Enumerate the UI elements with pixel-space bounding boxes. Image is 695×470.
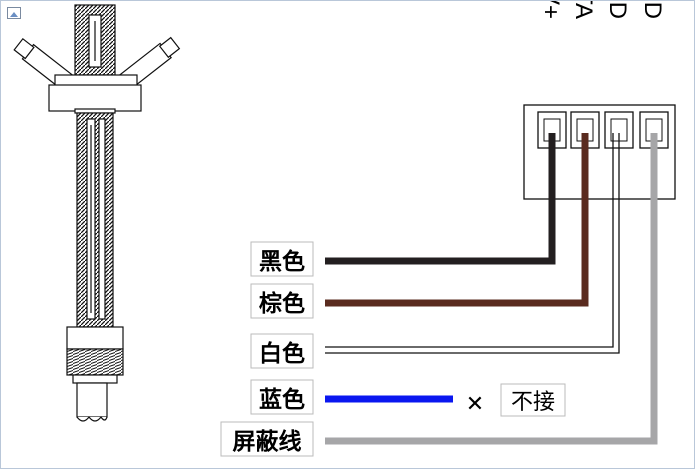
wire-label-box-black	[250, 241, 314, 277]
wire-label-box-shield	[220, 421, 314, 457]
wire-label-shield: 屏蔽线	[233, 428, 302, 455]
terminal-label-vplus: V+	[537, 1, 564, 19]
wire-label-blue: 蓝色	[259, 386, 305, 413]
wire-label-box-brown	[250, 283, 314, 319]
wire-brown	[325, 133, 589, 307]
wire-white-edge-top	[325, 133, 614, 348]
terminal-label-data: DATA	[570, 1, 597, 19]
wire-label-box-white	[250, 333, 314, 369]
wire-label-box-blue	[250, 379, 314, 415]
wire-white-edge-bottom	[325, 133, 620, 354]
not-connected-label: 不接	[511, 390, 555, 415]
terminal-label-gnd: GND	[604, 1, 631, 19]
wire-black	[325, 133, 556, 265]
wire-label-brown: 棕色	[259, 290, 305, 317]
wire-label-white: 白色	[259, 340, 305, 367]
wire-shield	[325, 133, 658, 445]
cross-icon: ✕	[466, 392, 484, 417]
not-connected-marker: ✕ 不接	[466, 383, 566, 417]
terminal-label-shld: SHLD	[639, 1, 666, 19]
wire-label-black: 黑色	[259, 248, 305, 275]
image-placeholder-icon	[7, 7, 21, 19]
sensor-probe-drawing	[13, 4, 181, 422]
